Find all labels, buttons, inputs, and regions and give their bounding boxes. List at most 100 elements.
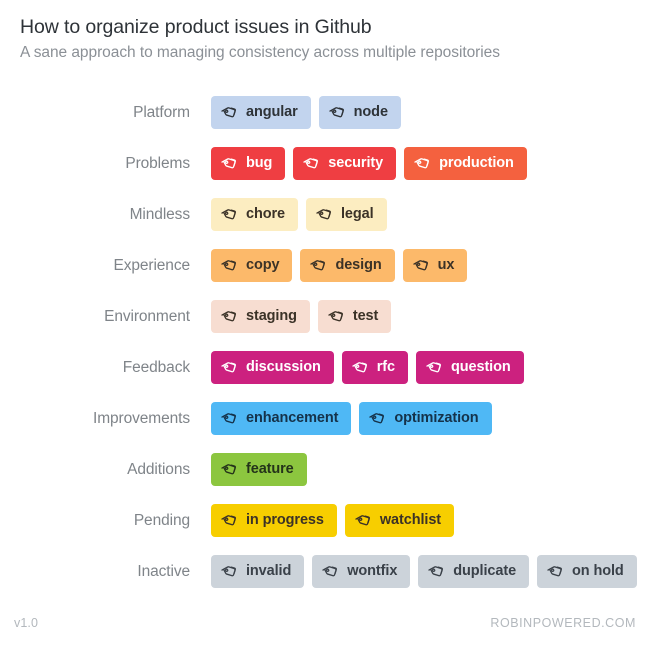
tag-pill[interactable]: copy <box>211 249 293 282</box>
group-label: Pending <box>133 512 190 529</box>
tag-icon <box>310 257 327 274</box>
label-group-row: Experience copy design ux <box>0 249 650 300</box>
tag-pill-group: discussion rfc question <box>211 351 650 384</box>
tag-icon <box>221 104 238 121</box>
label-group-row: Platform angular node <box>0 96 650 147</box>
tag-icon <box>221 308 238 325</box>
tag-pill[interactable]: in progress <box>211 504 337 537</box>
tag-pill-label: ux <box>437 257 455 274</box>
tag-pill-group: in progress watchlist <box>211 504 650 537</box>
tag-pill[interactable]: duplicate <box>418 555 530 588</box>
tag-icon <box>221 257 238 274</box>
group-label: Platform <box>133 104 190 121</box>
tag-pill-label: question <box>451 359 511 376</box>
group-label: Improvements <box>93 410 190 427</box>
tag-pill[interactable]: security <box>293 147 397 180</box>
tag-pill-group: feature <box>211 453 650 486</box>
tag-pill-label: design <box>335 257 382 274</box>
tag-pill-group: chore legal <box>211 198 650 231</box>
tag-pill[interactable]: invalid <box>211 555 305 588</box>
tag-pill-label: wontfix <box>347 563 398 580</box>
tag-pill[interactable]: watchlist <box>344 504 455 537</box>
tag-icon <box>221 155 238 172</box>
tag-pill-label: discussion <box>246 359 321 376</box>
tag-pill-group: invalid wontfix duplicate on hold <box>211 555 650 588</box>
tag-icon <box>221 512 238 529</box>
page-title: How to organize product issues in Github <box>20 16 372 38</box>
tag-pill-label: rfc <box>376 359 395 376</box>
tag-pill[interactable]: discussion <box>211 351 334 384</box>
tag-pill-label: duplicate <box>453 563 517 580</box>
tag-pill-label: in progress <box>246 512 324 529</box>
poster-header: How to organize product issues in Github… <box>20 14 630 64</box>
tag-pill[interactable]: rfc <box>341 351 408 384</box>
poster-footer: v1.0 ROBINPOWERED.COM <box>0 616 650 632</box>
brand-text: ROBINPOWERED.COM <box>490 616 636 630</box>
tag-pill[interactable]: chore <box>211 198 298 231</box>
tag-icon <box>328 104 346 121</box>
label-group-row: Problems bug security production <box>0 147 650 198</box>
tag-pill-group: angular node <box>211 96 650 129</box>
tag-pill[interactable]: bug <box>211 147 286 180</box>
tag-pill[interactable]: legal <box>306 198 387 231</box>
group-label: Feedback <box>122 359 190 376</box>
label-group-row: Environment staging test <box>0 300 650 351</box>
tag-icon <box>221 359 238 376</box>
tag-pill[interactable]: design <box>300 249 395 282</box>
tag-pill[interactable]: on hold <box>537 555 637 588</box>
tag-pill-label: production <box>439 155 514 172</box>
tag-icon <box>322 563 339 580</box>
tag-pill-label: feature <box>246 461 294 478</box>
tag-pill[interactable]: production <box>404 147 527 180</box>
tag-pill-label: copy <box>246 257 280 274</box>
tag-pill-label: security <box>328 155 384 172</box>
tag-icon <box>426 359 443 376</box>
tag-icon <box>221 563 238 580</box>
label-group-row: Additions feature <box>0 453 650 504</box>
tag-icon <box>328 308 345 325</box>
tag-pill-label: watchlist <box>379 512 442 529</box>
label-group-row: Pending in progress watchlist <box>0 504 650 555</box>
tag-pill-label: legal <box>341 206 374 223</box>
group-label: Inactive <box>137 563 190 580</box>
tag-pill[interactable]: feature <box>211 453 307 486</box>
tag-pill-label: on hold <box>572 563 624 580</box>
tag-pill[interactable]: ux <box>402 249 468 282</box>
group-label: Problems <box>125 155 190 172</box>
tag-icon <box>352 359 369 376</box>
tag-pill[interactable]: test <box>317 300 392 333</box>
tag-pill-label: angular <box>246 104 298 121</box>
label-group-row: Inactive invalid wontfix duplicate on hold <box>0 555 650 606</box>
tag-pill[interactable]: node <box>318 96 401 129</box>
group-label: Experience <box>113 257 190 274</box>
group-label: Additions <box>127 461 190 478</box>
tag-icon <box>428 563 445 580</box>
tag-pill-group: bug security production <box>211 147 650 180</box>
tag-icon <box>316 206 333 223</box>
tag-pill[interactable]: wontfix <box>312 555 411 588</box>
tag-icon <box>369 410 386 427</box>
tag-pill[interactable]: staging <box>211 300 310 333</box>
tag-pill-label: bug <box>246 155 273 172</box>
tag-icon <box>221 461 238 478</box>
tag-pill-label: test <box>352 308 379 325</box>
tag-pill-group: copy design ux <box>211 249 650 282</box>
tag-pill-label: enhancement <box>246 410 339 427</box>
tag-pill[interactable]: question <box>416 351 524 384</box>
tag-pill[interactable]: optimization <box>359 402 492 435</box>
label-group-row: Improvements enhancement optimization <box>0 402 650 453</box>
version-text: v1.0 <box>14 616 39 630</box>
tag-pill[interactable]: enhancement <box>211 402 352 435</box>
tag-icon <box>412 257 430 274</box>
tag-icon <box>221 206 238 223</box>
tag-pill[interactable]: angular <box>211 96 311 129</box>
tag-icon <box>221 410 238 427</box>
tag-icon <box>355 512 372 529</box>
group-label: Environment <box>104 308 190 325</box>
tag-pill-label: chore <box>246 206 285 223</box>
tag-pill-group: enhancement optimization <box>211 402 650 435</box>
label-group-row: Feedback discussion rfc question <box>0 351 650 402</box>
